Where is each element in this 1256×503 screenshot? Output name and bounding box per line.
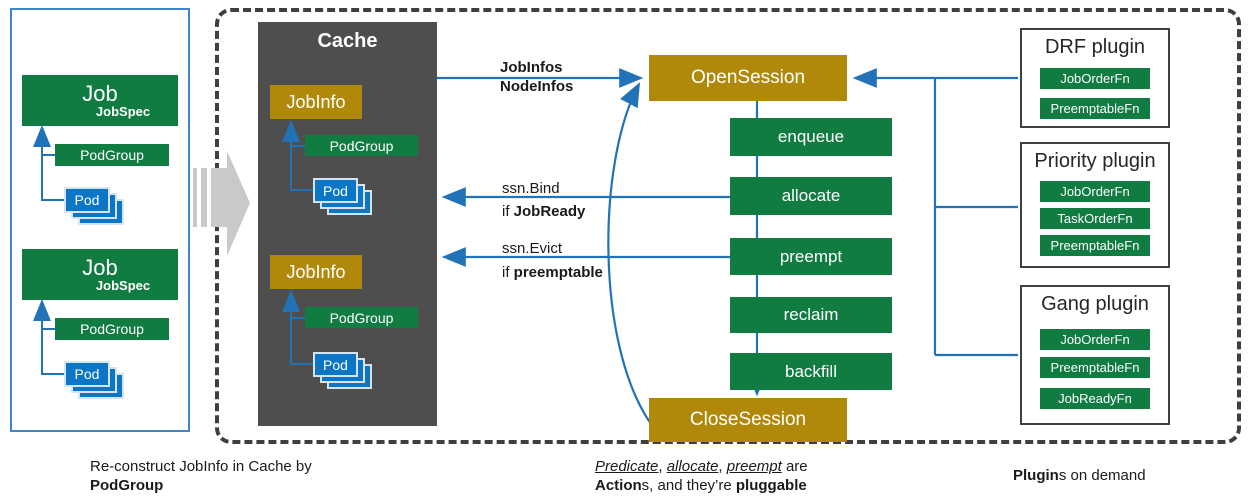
drf-plugin-title: DRF plugin xyxy=(1044,36,1146,58)
label-ssn-evict: ssn.Evict xyxy=(502,240,563,257)
flow-arrow-icon xyxy=(193,151,250,256)
action-enqueue: enqueue xyxy=(730,118,892,156)
opensession-box: OpenSession xyxy=(649,55,847,101)
label-if-preemptable: if preemptable xyxy=(502,263,603,282)
label-if: if xyxy=(502,203,514,220)
cache-podgroup-box-1: PodGroup xyxy=(305,135,418,156)
priority-joborderfn-chip: JobOrderFn xyxy=(1040,181,1150,202)
word-plugin: Plugin xyxy=(1013,467,1059,484)
caption-mid: s, and they’re xyxy=(641,477,736,494)
closesession-to-opensession-curve xyxy=(607,82,652,425)
pod-box-1: Pod xyxy=(64,187,110,213)
job-box-2: Job JobSpec xyxy=(22,249,178,300)
job-title: Job xyxy=(82,81,118,107)
caption-reconstruct-line1: Re-construct JobInfo in Cache by xyxy=(90,458,312,475)
priority-preemptablefn-chip: PreemptableFn xyxy=(1040,235,1150,256)
word-preempt: preempt xyxy=(726,458,782,475)
action-preempt: preempt xyxy=(730,238,892,275)
caption-reconstruct-line2: PodGroup xyxy=(90,477,164,494)
pod-to-jobinfo-connector-2 xyxy=(282,290,313,365)
caption-are: are xyxy=(781,458,808,475)
priority-plugin-title: Priority plugin xyxy=(1034,150,1156,172)
gang-plugin-box: Gang plugin JobOrderFn PreemptableFn Job… xyxy=(1020,285,1170,425)
word-predicate: Predicate xyxy=(595,458,659,475)
comma: , xyxy=(718,458,727,475)
word-action: Action xyxy=(595,477,642,494)
jobspec-label: JobSpec xyxy=(95,278,151,294)
podgroup-box-2: PodGroup xyxy=(55,318,169,340)
action-reclaim: reclaim xyxy=(730,297,892,333)
cache-pod-box-1: Pod xyxy=(313,178,358,203)
caption-actions-line1: Predicate, allocate, preempt are xyxy=(595,457,808,476)
gang-jobreadyfn-chip: JobReadyFn xyxy=(1040,388,1150,409)
pod-to-jobinfo-connector-1 xyxy=(282,120,313,191)
jobinfo-box-1: JobInfo xyxy=(270,85,362,119)
caption-plugins: Plugins on demand xyxy=(1013,466,1146,485)
action-allocate: allocate xyxy=(730,177,892,215)
caption-actions-line2: Actions, and they’re pluggable xyxy=(595,476,808,495)
pod-to-job-connector-2 xyxy=(33,299,64,375)
jobinfo-box-2: JobInfo xyxy=(270,255,362,289)
jobspec-label: JobSpec xyxy=(95,104,151,120)
word-allocate: allocate xyxy=(666,458,719,475)
label-jobinfos-nodeinfos: JobInfos NodeInfos xyxy=(500,58,573,96)
label-if: if xyxy=(502,264,514,281)
closesession-box: CloseSession xyxy=(649,398,847,442)
caption-reconstruct: Re-construct JobInfo in Cache by PodGrou… xyxy=(90,457,312,495)
label-jobready: JobReady xyxy=(513,203,586,220)
label-ssn-bind: ssn.Bind xyxy=(502,180,560,197)
gang-preemptablefn-chip: PreemptableFn xyxy=(1040,357,1150,378)
label-jobinfos: JobInfos xyxy=(500,59,563,76)
drf-plugin-box: DRF plugin JobOrderFn PreemptableFn xyxy=(1020,28,1170,128)
priority-taskorderfn-chip: TaskOrderFn xyxy=(1040,208,1150,229)
job-box-1: Job JobSpec xyxy=(22,75,178,126)
label-preemptable: preemptable xyxy=(513,264,603,281)
pod-box-2: Pod xyxy=(64,361,110,387)
priority-plugin-box: Priority plugin JobOrderFn TaskOrderFn P… xyxy=(1020,142,1170,268)
drf-preemptablefn-chip: PreemptableFn xyxy=(1040,98,1150,119)
caption-on-demand: s on demand xyxy=(1058,467,1146,484)
cache-pod-box-2: Pod xyxy=(313,352,358,377)
cache-podgroup-box-2: PodGroup xyxy=(305,307,418,328)
gang-joborderfn-chip: JobOrderFn xyxy=(1040,329,1150,350)
label-nodeinfos: NodeInfos xyxy=(500,78,574,95)
label-if-jobready: if JobReady xyxy=(502,202,585,221)
drf-joborderfn-chip: JobOrderFn xyxy=(1040,68,1150,89)
action-backfill: backfill xyxy=(730,353,892,390)
caption-actions: Predicate, allocate, preempt are Actions… xyxy=(595,457,808,495)
podgroup-box-1: PodGroup xyxy=(55,144,169,166)
gang-plugin-title: Gang plugin xyxy=(1041,293,1149,315)
pod-to-job-connector-1 xyxy=(33,125,64,201)
word-pluggable: pluggable xyxy=(735,477,807,494)
cache-title: Cache xyxy=(317,30,378,52)
comma: , xyxy=(658,458,667,475)
job-title: Job xyxy=(82,255,118,281)
